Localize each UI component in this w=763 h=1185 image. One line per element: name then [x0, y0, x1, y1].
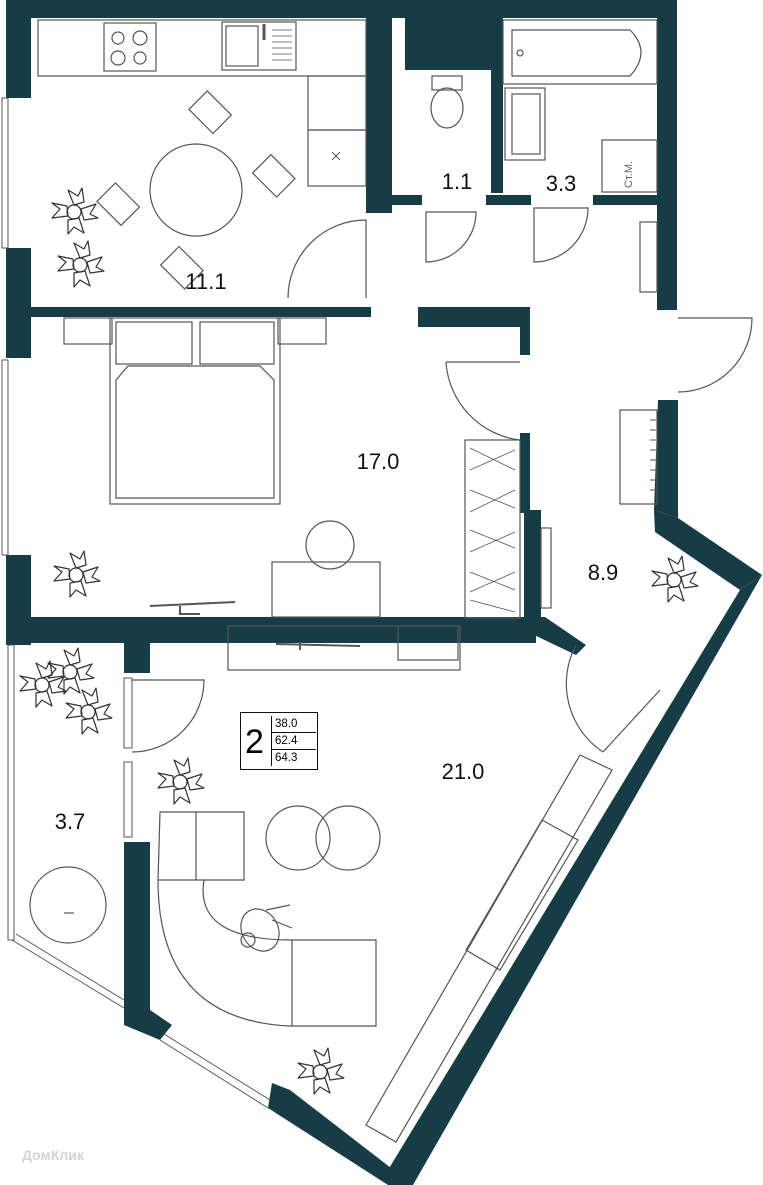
room-area-hall: 8.9 [587, 560, 619, 585]
total-area: 62.4 [272, 733, 316, 750]
living-area: 38.0 [272, 716, 316, 733]
bedroom [63, 317, 521, 619]
kitchen [37, 19, 367, 299]
balcony [29, 866, 107, 944]
wardrobe [464, 439, 521, 619]
room-area-bedroom: 17.0 [356, 449, 400, 474]
room-area-living: 21.0 [441, 759, 485, 784]
wc-bathroom [425, 19, 658, 293]
area-values: 38.0 62.4 64.3 [271, 716, 316, 766]
hob [103, 22, 157, 72]
apartment-summary-badge: 2 38.0 62.4 64.3 [240, 712, 318, 770]
room-area-wc: 1.1 [441, 169, 473, 194]
double-bed [109, 317, 281, 505]
room-area-bathroom: 3.3 [545, 171, 577, 196]
walls [6, 0, 762, 1185]
sink [221, 21, 297, 71]
washer-label: Ст.М. [623, 161, 635, 188]
room-count: 2 [245, 723, 264, 761]
total-with-balcony: 64.3 [275, 752, 298, 764]
hall [540, 317, 753, 753]
room-area-kitchen: 11.1 [185, 269, 227, 294]
watermark-logo: ДомКлик [22, 1147, 84, 1163]
room-area-balcony: 3.7 [54, 809, 86, 834]
windows [1, 97, 271, 1109]
living-room [131, 625, 613, 1143]
